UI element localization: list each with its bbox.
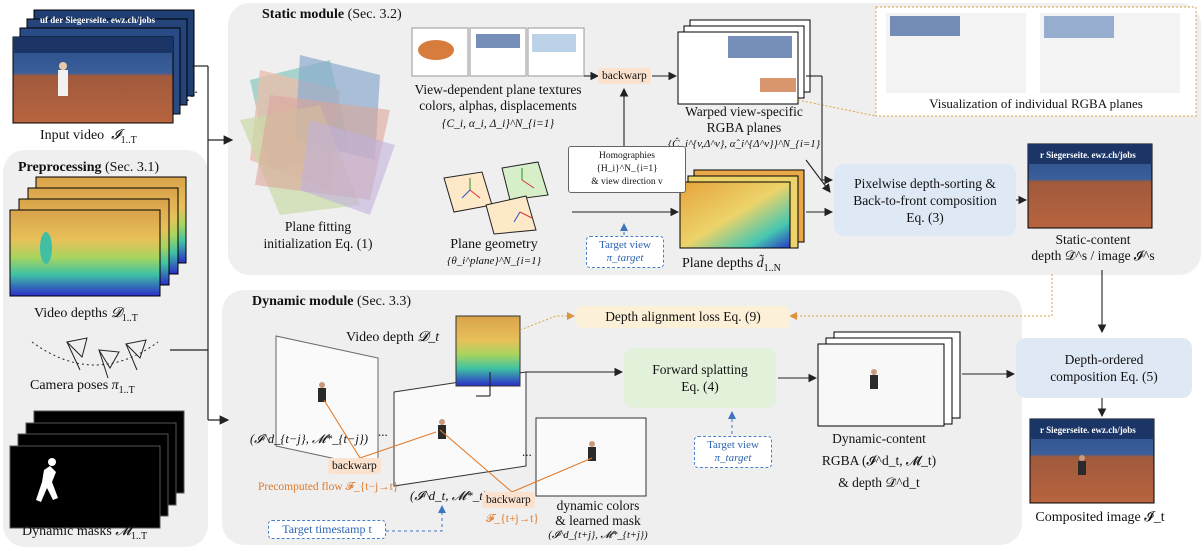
video-depths-label: Video depths 𝓓1..T <box>34 306 138 324</box>
camera-poses <box>31 337 159 379</box>
svg-text:⋰: ⋰ <box>186 89 198 103</box>
back-to-front-composition-box: Pixelwise depth-sorting & Back-to-front … <box>834 164 1016 236</box>
dynamic-colors-label: dynamic colors & learned mask (𝓘^d_{t+j}… <box>548 498 648 541</box>
target-view-dynamic: Target view π_target <box>694 436 772 468</box>
plane-depths-label: Plane depths d̃1..N <box>682 256 781 274</box>
forward-splatting-box: Forward splatting Eq. (4) <box>624 348 776 408</box>
video-depth-label: Video depth 𝓓_t <box>346 330 440 345</box>
ellipsis-1: ... <box>378 424 388 439</box>
textures-label: View-dependent plane textures colors, al… <box>414 82 582 130</box>
plane-fitting-visual <box>240 55 395 215</box>
target-view-static: Target view π_target <box>586 236 664 268</box>
flow-prev-label: Precomputed flow 𝓕_{t−j→t} <box>258 481 399 493</box>
homographies-box: Homographies {H_i}^N_{i=1} & view direct… <box>568 146 686 193</box>
backwarp-next-tag: backwarp <box>482 492 535 508</box>
banner-text-input: uf der Siegerseite. ewz.ch/jobs <box>40 15 156 25</box>
static-content-label: Static-content depth 𝒟̃^s / image 𝓘̃^s <box>1031 232 1155 263</box>
plane-fitting-label: Plane fitting initialization Eq. (1) <box>263 219 373 251</box>
rgba-visualization-panel <box>797 6 1197 117</box>
input-video-label: Input video 𝓘1..T <box>40 128 137 146</box>
banner-text-composite: r Siegerseite. ewz.ch/jobs <box>1040 425 1136 435</box>
backwarp-static-tag: backwarp <box>598 68 651 84</box>
video-depths-stack <box>9 176 187 297</box>
depth-ordered-composition-box: Depth-ordered composition Eq. (5) <box>1016 338 1192 398</box>
preprocessing-title: Preprocessing (Sec. 3.1) <box>18 160 160 175</box>
static-module-title: Static module (Sec. 3.2) <box>262 7 402 22</box>
ellipsis-2: ... <box>522 444 532 459</box>
composited-image-label: Composited image 𝓘̃_t <box>1035 510 1165 525</box>
visualization-label: Visualization of individual RGBA planes <box>929 96 1143 111</box>
depth-alignment-loss-box: Depth alignment loss Eq. (9) <box>576 306 790 328</box>
current-frame-label: (𝓘^d_t, 𝓜*_t) <box>410 488 488 503</box>
input-video-stack <box>12 9 195 124</box>
flow-next-label: 𝓕_{t+j→t} <box>486 513 539 525</box>
banner-text-static: r Siegerseite. ewz.ch/jobs <box>1040 150 1136 160</box>
target-timestamp-tag: Target timestamp t <box>268 520 386 539</box>
backwarp-prev-tag: backwarp <box>328 458 381 474</box>
dynamic-masks-label: Dynamic masks 𝓜1..T <box>22 524 148 542</box>
warped-planes-label: Warped view-specific RGBA planes {Ĉ_i^{v… <box>667 104 821 150</box>
dynamic-masks-stack <box>9 410 185 529</box>
dynamic-module-title: Dynamic module (Sec. 3.3) <box>252 294 412 309</box>
plane-geometry-label: Plane geometry {θ_i^plane}^N_{i=1} <box>446 237 542 267</box>
camera-poses-label: Camera poses π1..T <box>30 378 135 396</box>
dynamic-content-label: Dynamic-content RGBA (𝓘̃^d_t, 𝓜̃_t) & de… <box>821 431 937 490</box>
prev-frame-label: (𝓘^d_{t−j}, 𝓜*_{t−j}) <box>250 432 369 446</box>
plane-geometry-visual <box>443 161 549 235</box>
